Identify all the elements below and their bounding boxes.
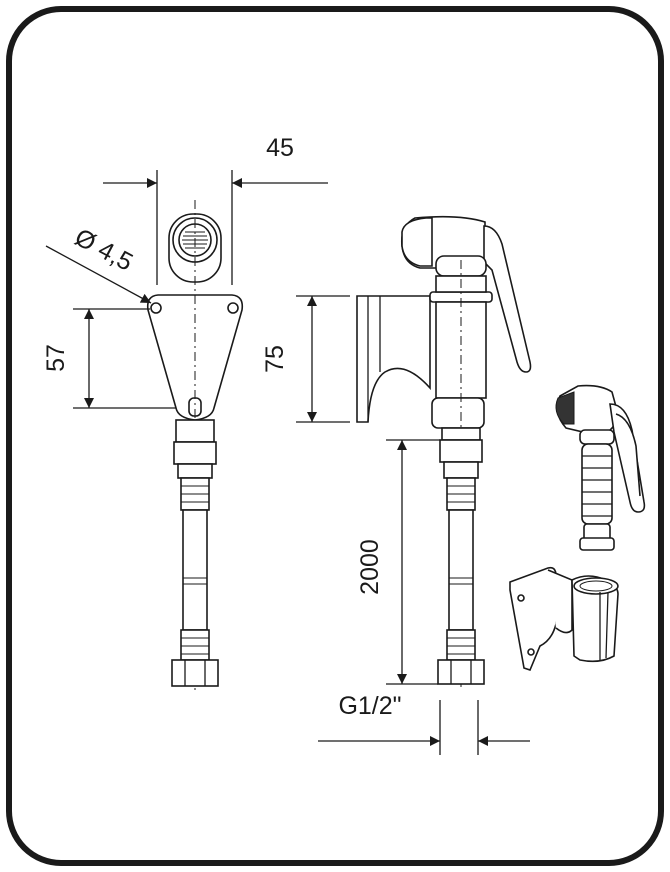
diameter-label: Ø 4,5: [70, 223, 137, 276]
dimension-width: 45: [103, 134, 328, 285]
dimension-hose-length: 2000: [356, 439, 440, 685]
side-view: [356, 215, 532, 690]
front-view: [146, 200, 244, 690]
thread-label: G1/2": [338, 692, 401, 720]
dimension-holder-height: 75: [261, 295, 350, 423]
holder-perspective: [509, 566, 619, 671]
sprayer-perspective: [555, 384, 646, 551]
dimension-bracket-height: 57: [42, 308, 176, 409]
mounting-hole-right: [227, 302, 239, 314]
dimension-diameter: Ø 4,5: [45, 223, 152, 304]
drawing-frame: [6, 6, 664, 866]
dimension-thread: G1/2": [318, 692, 530, 755]
bracket-height-label: 57: [42, 344, 70, 372]
mounting-hole-left: [150, 302, 162, 314]
hose-length-label: 2000: [356, 539, 384, 595]
holder-height-label: 75: [261, 345, 289, 373]
width-label: 45: [266, 134, 294, 162]
